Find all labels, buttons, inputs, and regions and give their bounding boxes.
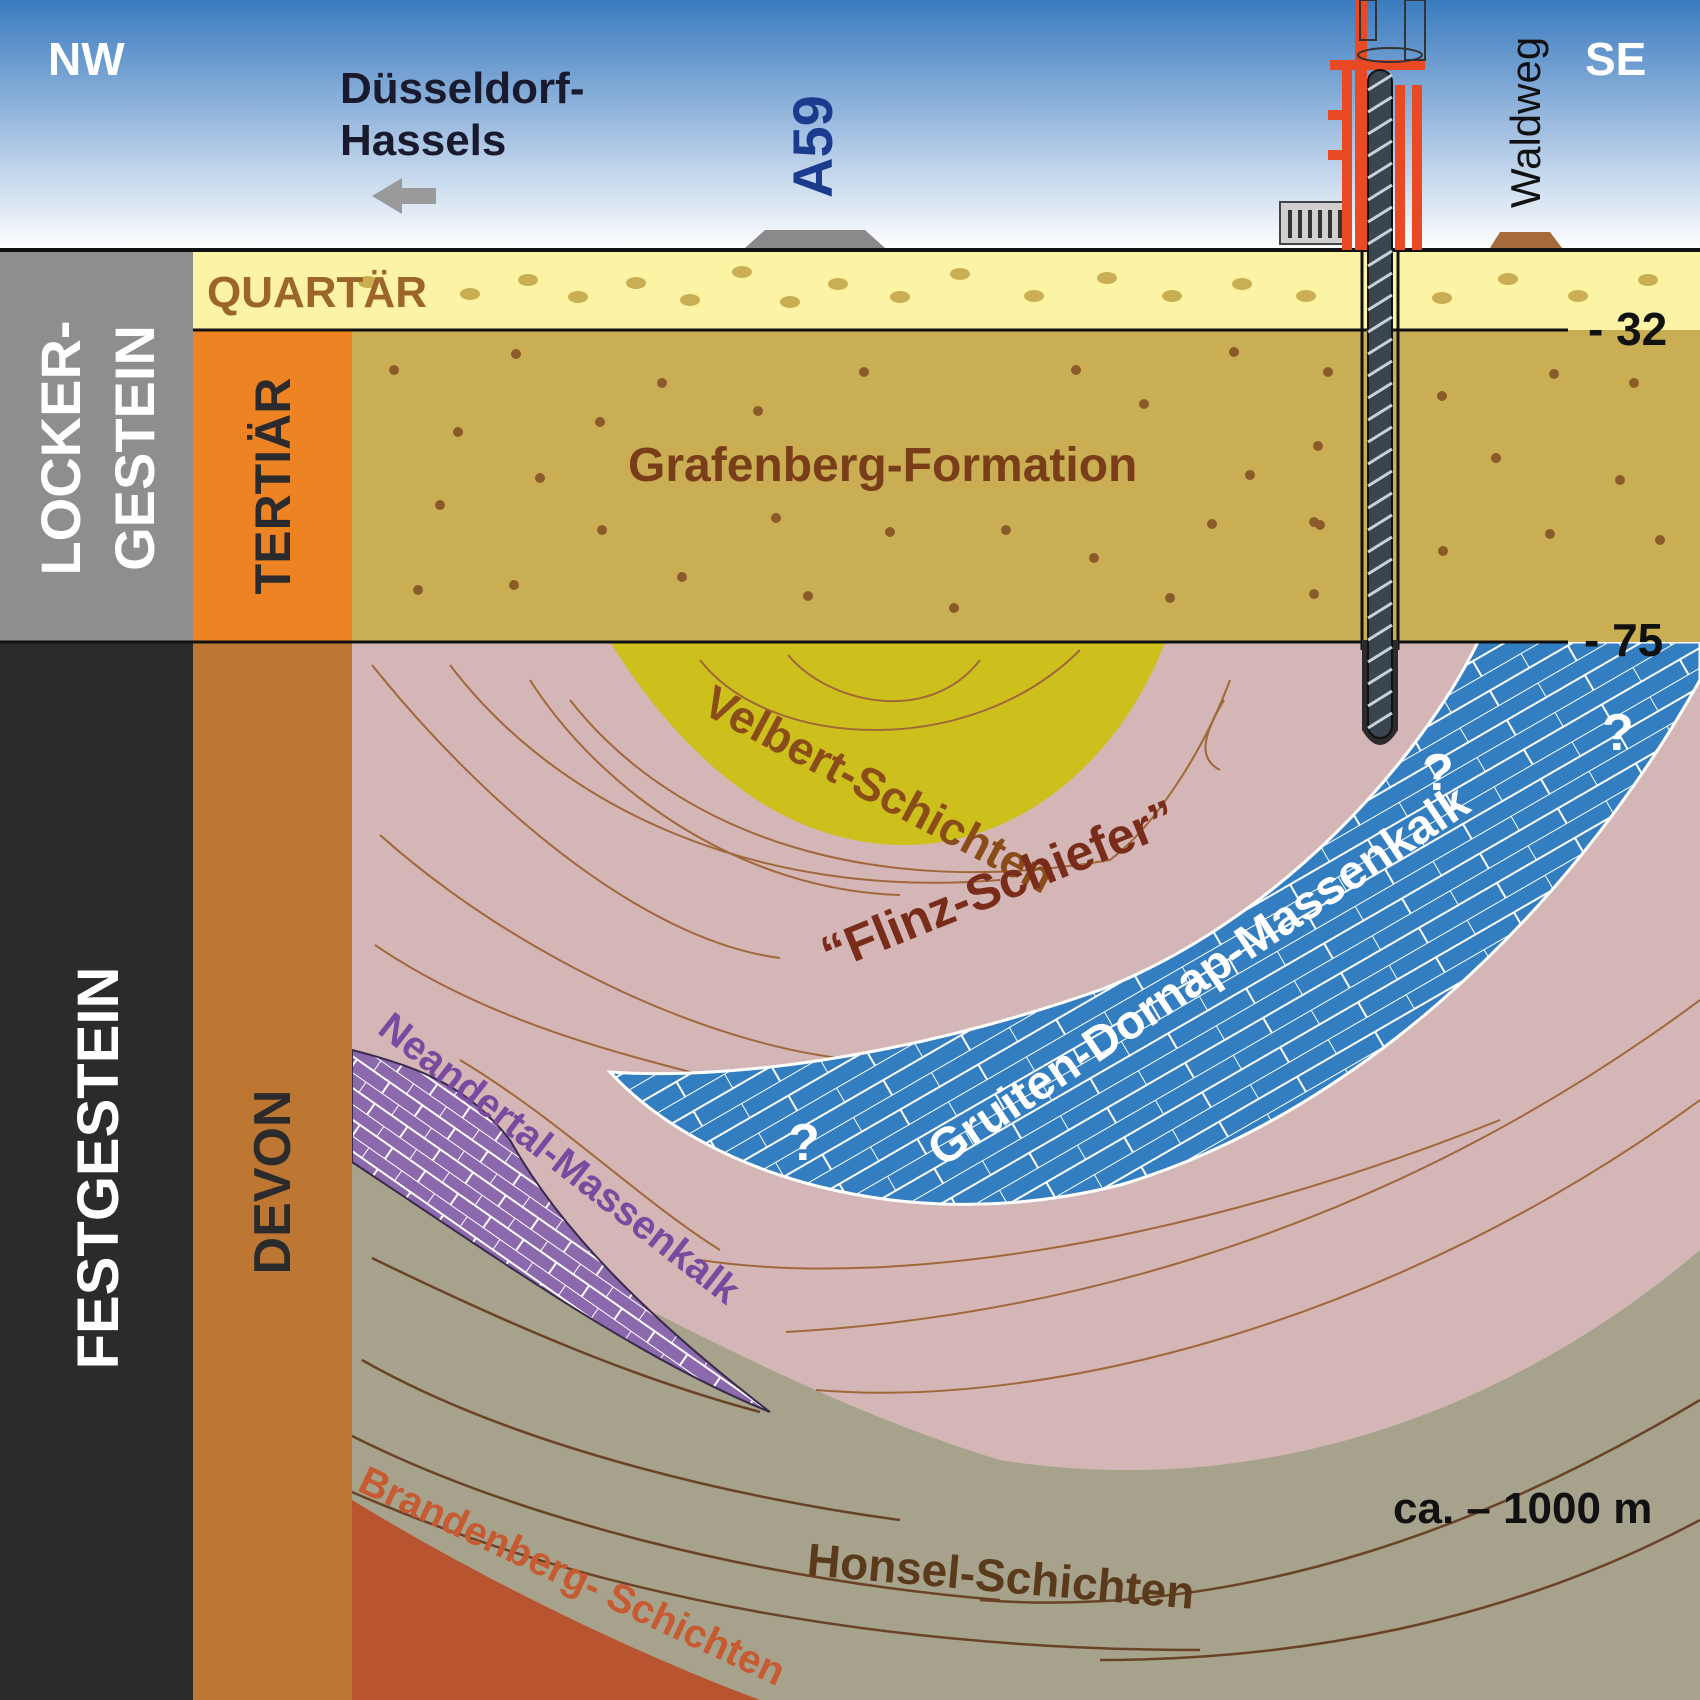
column-devon: [193, 642, 352, 1700]
honsel-layer: [352, 1160, 1700, 1700]
drill-rig-icon: [1279, 0, 1426, 250]
path-label: Waldweg: [1502, 37, 1549, 208]
unknown-marker-3: ?: [788, 1114, 820, 1172]
grafenberg-dots: [389, 347, 1665, 613]
road-label: A59: [781, 95, 844, 198]
column-lockergestein: [0, 250, 193, 642]
borehole: [1360, 69, 1400, 745]
gruiten-massenkalk: [606, 642, 1700, 1206]
direction-arrow-icon: [372, 178, 436, 214]
quartaer-label: QUARTÄR: [207, 268, 427, 317]
a59-road: [745, 230, 885, 248]
devon-label: DEVON: [244, 1090, 302, 1275]
festgestein-label: FESTGESTEIN: [66, 967, 131, 1370]
velbert-layer: [610, 642, 1165, 845]
unknown-marker-1: ?: [1422, 744, 1454, 802]
depth-32: - 32: [1588, 303, 1667, 355]
depth-75: - 75: [1584, 614, 1663, 666]
direction-nw: NW: [48, 33, 125, 85]
city-label-line1: Düsseldorf-: [340, 64, 584, 113]
brandenberg-layer: [352, 1500, 760, 1700]
quartaer-layer: [193, 250, 1700, 330]
lockergestein-label-line1: LOCKER-: [29, 320, 92, 575]
quartaer-gravel: [358, 266, 1658, 308]
column-festgestein: [0, 642, 193, 1700]
bedding-lines-honsel: [352, 1256, 1700, 1662]
waldweg-mound: [1490, 232, 1562, 248]
bedding-lines-flinz: [371, 649, 1700, 1394]
grafenberg-layer: [352, 330, 1700, 642]
tertiaer-label: TERTIÄR: [245, 378, 301, 595]
lockergestein-label-line2: GESTEIN: [103, 325, 166, 571]
unknown-marker-2: ?: [1602, 704, 1634, 762]
grafenberg-label: Grafenberg-Formation: [628, 439, 1137, 492]
neandertal-massenkalk: [352, 1048, 771, 1413]
direction-se: SE: [1585, 33, 1646, 85]
depth-1000: ca. – 1000 m: [1393, 1484, 1652, 1533]
sky: [0, 0, 1700, 250]
city-label-line2: Hassels: [340, 116, 506, 165]
column-tertiaer: [193, 330, 352, 642]
